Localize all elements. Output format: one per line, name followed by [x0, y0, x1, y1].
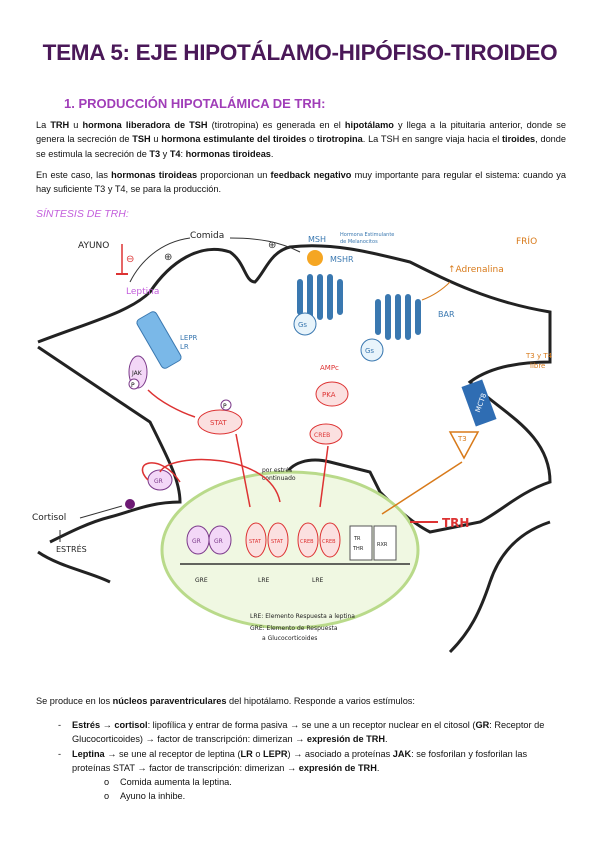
creb-dimer-2: [319, 522, 341, 558]
svg-text:Gs: Gs: [365, 347, 374, 355]
frio-label: FRÍO: [516, 235, 537, 247]
svg-text:GR: GR: [154, 478, 163, 485]
lre-label-2: LRE: [312, 577, 324, 584]
svg-text:continuado: continuado: [262, 475, 296, 482]
gr-dimer-2: [208, 525, 232, 555]
svg-text:PKA: PKA: [322, 391, 336, 399]
svg-text:CREB: CREB: [300, 539, 314, 545]
bar-receptor: [375, 294, 421, 340]
lr-label: LR: [180, 343, 189, 351]
t3t4-label: T3 y T4: [525, 352, 553, 360]
t3-triangle: [448, 431, 480, 460]
gre-label: GRE: [195, 577, 208, 584]
legend-3: a Glucocorticoides: [262, 635, 317, 642]
gs-2: [360, 338, 384, 362]
legend-1: LRE: Elemento Respuesta a leptina: [250, 613, 355, 620]
svg-text:Gs: Gs: [298, 321, 307, 329]
mshr-label: MSHR: [330, 255, 354, 264]
stat-protein: [197, 409, 243, 435]
svg-text:CREB: CREB: [322, 539, 336, 545]
lre-label-1: LRE: [258, 577, 270, 584]
section-heading: 1. PRODUCCIÓN HIPOTALÁMICA DE TRH:: [64, 96, 326, 111]
msh-label: MSH: [308, 235, 326, 244]
paragraph-intro: La TRH u hormona liberadora de TSH (tiro…: [36, 120, 567, 159]
libre-label: libre: [530, 362, 545, 370]
rxr-receptor: [373, 525, 397, 561]
lepr-receptor: [136, 311, 182, 369]
lepr-label: LEPR: [180, 334, 198, 342]
svg-text:CREB: CREB: [314, 432, 330, 439]
trh-synthesis-diagram: AYUNO ⊖ Comida ⊕ ⊕ Leptina LEPR LR JAK P…: [32, 231, 553, 654]
stat-dimer-1: [245, 522, 267, 558]
plus-sign-2: ⊕: [268, 240, 276, 251]
mshr-receptor: [297, 274, 343, 320]
pka-protein: [315, 381, 349, 407]
paragraph-feedback: En este caso, las hormonas tiroideas pro…: [36, 170, 566, 195]
cortisol-molecule: [125, 499, 135, 509]
ayuno-label: AYUNO: [78, 241, 109, 251]
svg-text:GR: GR: [192, 538, 201, 545]
plus-sign: ⊕: [164, 252, 172, 263]
gs-1: [293, 312, 317, 336]
svg-text:JAK: JAK: [131, 370, 143, 377]
stimuli-list: -Estrés → cortisol: lipofílica y entrar …: [36, 718, 566, 804]
stress-note: por estrés: [262, 467, 292, 474]
phospho-1: [128, 378, 140, 390]
svg-text:de Melanocitos: de Melanocitos: [340, 239, 378, 245]
paragraph-nucleos: Se produce en los núcleos paraventricula…: [36, 696, 415, 706]
bar-label: BAR: [438, 310, 455, 319]
svg-text:TR: TR: [353, 536, 361, 542]
creb-dimer-1: [297, 522, 319, 558]
amp-label: AMPc: [320, 364, 339, 372]
svg-text:T3: T3: [457, 435, 467, 443]
trh-output: TRH: [442, 516, 469, 530]
cortisol-label: Cortisol: [32, 513, 66, 523]
subtitle-sintesis: SÍNTESIS DE TRH:: [36, 208, 129, 220]
thr-receptor: [349, 525, 373, 561]
estres-label: ESTRÉS: [56, 543, 87, 554]
creb-protein: [309, 423, 343, 445]
svg-text:P: P: [131, 382, 135, 389]
leptina-label: Leptina: [126, 287, 159, 297]
page-title: TEMA 5: EJE HIPOTÁLAMO-HIPÓFISO-TIROIDEO: [42, 40, 558, 65]
svg-text:P: P: [223, 403, 227, 410]
msh-molecule: [307, 250, 323, 266]
list-item: -Leptina → se une al receptor de leptina…: [36, 747, 566, 804]
svg-text:RXR: RXR: [377, 542, 388, 548]
cell-membrane: [37, 244, 552, 544]
svg-text:GR: GR: [214, 538, 223, 545]
svg-text:THR: THR: [352, 546, 364, 552]
stat-dimer-2: [267, 522, 289, 558]
adrenalina-label: ↑Adrenalina: [448, 265, 504, 275]
nucleus: [160, 470, 420, 630]
mct8-transporter: [461, 379, 497, 427]
list-item: -Estrés → cortisol: lipofílica y entrar …: [58, 720, 545, 745]
svg-text:STAT: STAT: [210, 419, 227, 427]
svg-text:STAT: STAT: [271, 539, 284, 545]
comida-label: Comida: [190, 231, 224, 241]
svg-text:Hormona Estimulante: Hormona Estimulante: [340, 232, 394, 238]
minus-sign: ⊖: [126, 254, 134, 265]
legend-2: GRE: Elemento de Respuesta: [250, 625, 338, 632]
phospho-2: [220, 399, 232, 411]
svg-text:STAT: STAT: [249, 539, 262, 545]
